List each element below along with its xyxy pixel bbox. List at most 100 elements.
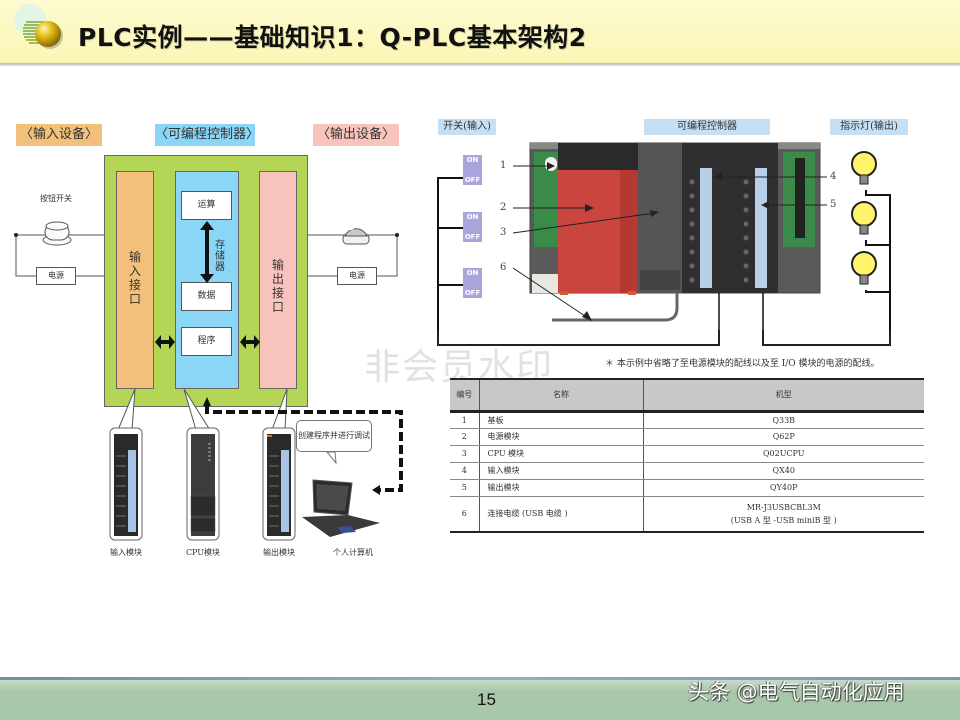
component-table: 编号 名称 机型 1 基板 Q33B 2 电源模块 Q62P 3 CPU 模块 … xyxy=(450,378,924,533)
source-credit: 头条 @电气自动化应用 xyxy=(688,680,905,704)
row-model-detail: (USB A 型 -USB miniB 型 ) xyxy=(730,515,837,525)
compute-box: 运算 xyxy=(181,191,232,220)
input-interface-block xyxy=(116,171,154,389)
bubble-tail xyxy=(325,451,337,465)
cpu-module-caption: CPU模块 xyxy=(185,548,221,557)
input-module-caption: 输入模块 xyxy=(110,548,142,557)
row-number: 3 xyxy=(450,445,480,463)
row-name: CPU 模块 xyxy=(479,445,644,463)
module-wires xyxy=(718,293,764,330)
row-model: QX40 xyxy=(643,462,924,480)
callout-number-1: 1 xyxy=(500,160,507,171)
memory-label: 存储器 xyxy=(215,240,225,273)
row-number: 5 xyxy=(450,479,480,497)
toggle-switch-1: ON OFF xyxy=(463,155,482,185)
callout-number-3: 3 xyxy=(500,227,507,238)
output-module-caption: 输出模块 xyxy=(263,548,295,557)
row-number: 2 xyxy=(450,428,480,446)
output-terminal-dot xyxy=(395,233,399,237)
output-interface-label: 输出接口 xyxy=(271,258,284,314)
callout-arrows xyxy=(512,165,827,319)
row-model: QY40P xyxy=(643,479,924,497)
row-name: 基板 xyxy=(479,411,644,429)
row-model: Q62P xyxy=(643,428,924,446)
page-title: PLC实例——基础知识1：Q-PLC基本架构2 xyxy=(78,23,587,52)
input-module-image xyxy=(109,427,143,541)
switch-on-label: ON xyxy=(466,213,479,221)
push-button-icon xyxy=(42,221,72,246)
plc-rack-image xyxy=(529,142,821,295)
golden-sphere-bullet-icon xyxy=(14,4,63,49)
table-row: 4 输入模块 QX40 xyxy=(450,462,924,480)
input-interface-label: 输入接口 xyxy=(128,250,141,306)
row-number: 6 xyxy=(450,496,480,533)
header-model: 机型 xyxy=(643,378,924,413)
data-box: 数据 xyxy=(181,282,232,311)
switch-on-label: ON xyxy=(466,156,479,164)
row-model: MR-J3USBCBL3M xyxy=(746,502,821,512)
header-number: 编号 xyxy=(450,378,480,413)
wiring-note: ＊ 本示例中省略了至电源模块的配线以及至 I/O 模块的电源的配线。 xyxy=(605,359,880,369)
slide-footer xyxy=(0,677,960,720)
lamp-icon-2 xyxy=(851,201,877,235)
callout-number-2: 2 xyxy=(500,202,507,213)
table-row: 5 输出模块 QY40P xyxy=(450,479,924,497)
table-row: 6 连接电缆 (USB 电缆 ) MR-J3USBCBL3M (USB A 型 … xyxy=(450,496,924,533)
row-name: 输入模块 xyxy=(479,462,644,480)
input-cpu-arrow xyxy=(155,335,175,349)
callout-number-5: 5 xyxy=(830,199,837,210)
switch-off-label: OFF xyxy=(464,233,481,241)
switch-on-label: ON xyxy=(466,269,479,277)
cpu-module-image xyxy=(186,427,220,541)
input-power-box: 电源 xyxy=(36,267,76,285)
debug-speech-bubble: 创建程序并进行调试 xyxy=(296,420,372,452)
page-number: 15 xyxy=(477,690,496,709)
cpu-output-arrow xyxy=(240,335,260,349)
switch-off-label: OFF xyxy=(464,289,481,297)
switch-off-label: OFF xyxy=(464,176,481,184)
callout-number-6: 6 xyxy=(500,262,507,273)
header-name: 名称 xyxy=(479,378,644,413)
lamp-icon-1 xyxy=(851,151,877,185)
controller-figure-label: 可编程控制器 xyxy=(644,119,770,135)
table-row: 1 基板 Q33B xyxy=(450,411,924,429)
usb-cable xyxy=(552,293,679,322)
output-interface-block xyxy=(259,171,297,389)
footer-divider xyxy=(0,677,960,680)
output-devices-label: 〈输出设备〉 xyxy=(313,124,399,146)
slide-header xyxy=(0,0,960,64)
output-module-image xyxy=(262,427,296,541)
callout-number-4: 4 xyxy=(830,171,837,182)
lamp-wiring xyxy=(865,190,891,330)
input-devices-label: 〈输入设备〉 xyxy=(16,124,102,146)
toggle-switch-2: ON OFF xyxy=(463,212,482,242)
row-model: Q33B xyxy=(643,411,924,429)
laptop-icon xyxy=(302,479,380,537)
input-terminal-dot xyxy=(14,233,18,237)
row-model-cell: MR-J3USBCBL3M (USB A 型 -USB miniB 型 ) xyxy=(643,496,924,533)
lamp-output-label: 指示灯(输出) xyxy=(830,119,908,135)
memory-double-arrow xyxy=(200,221,214,283)
controller-label: 〈可编程控制器〉 xyxy=(155,124,259,146)
figure-bottom-frame xyxy=(437,330,891,346)
pc-caption: 个人计算机 xyxy=(333,548,373,557)
row-model: Q02UCPU xyxy=(643,445,924,463)
row-number: 1 xyxy=(450,411,480,429)
pc-link-dashed-arrow xyxy=(203,397,403,495)
row-number: 4 xyxy=(450,462,480,480)
output-power-box: 电源 xyxy=(337,267,377,285)
lamp-icon-3 xyxy=(851,251,877,285)
toggle-switch-3: ON OFF xyxy=(463,268,482,298)
module-callouts xyxy=(117,388,288,431)
row-name: 连接电缆 (USB 电缆 ) xyxy=(479,496,644,533)
header-divider xyxy=(0,63,960,66)
table-row: 2 电源模块 Q62P xyxy=(450,428,924,446)
table-header-row: 编号 名称 机型 xyxy=(450,378,924,413)
indicator-lamp-icon xyxy=(342,226,370,245)
callout-arrowheads xyxy=(547,162,769,321)
table-row: 3 CPU 模块 Q02UCPU xyxy=(450,445,924,463)
push-button-label: 按钮开关 xyxy=(40,194,72,203)
switch-input-label: 开关(输入) xyxy=(438,119,496,135)
switch-wiring xyxy=(437,177,463,330)
